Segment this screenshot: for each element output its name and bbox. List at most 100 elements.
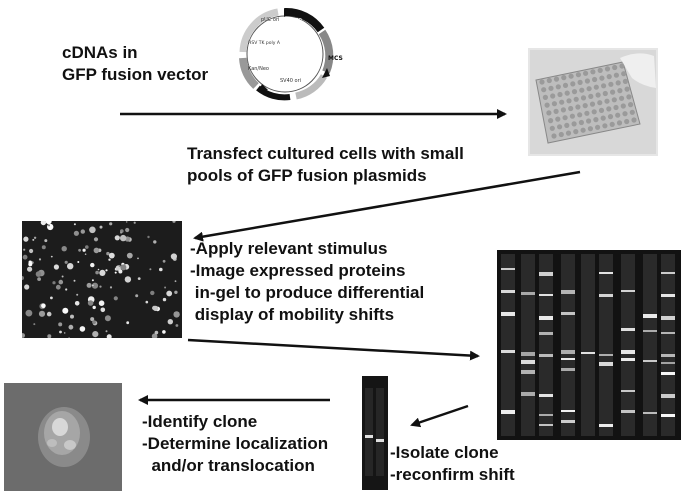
cell-spot bbox=[76, 293, 79, 296]
cell-spot bbox=[120, 264, 127, 271]
gel-band bbox=[643, 360, 657, 362]
well bbox=[586, 86, 592, 92]
localization-image bbox=[4, 383, 122, 491]
well bbox=[609, 121, 615, 127]
well bbox=[607, 114, 614, 120]
vector-caption-line-1: cDNAs in bbox=[62, 43, 138, 62]
well bbox=[598, 107, 605, 113]
cell-spot bbox=[28, 260, 32, 264]
gel-band bbox=[621, 350, 635, 354]
cell-spot bbox=[78, 248, 81, 252]
cell-spot bbox=[90, 317, 95, 322]
well bbox=[557, 124, 563, 130]
well bbox=[551, 133, 557, 139]
identify-caption-line-2: -Determine localization bbox=[142, 434, 329, 453]
gel-band bbox=[621, 390, 635, 392]
well bbox=[622, 78, 628, 84]
well bbox=[573, 96, 579, 102]
well bbox=[566, 98, 572, 104]
gel-band bbox=[521, 360, 535, 364]
cell-spot bbox=[61, 246, 67, 252]
well bbox=[582, 103, 588, 109]
cell-spot bbox=[64, 260, 68, 264]
plasmid-label-kan: Kan/Neo bbox=[248, 66, 269, 72]
cell-spot bbox=[106, 251, 110, 256]
well bbox=[602, 90, 608, 97]
well bbox=[622, 111, 628, 117]
cell-spot bbox=[45, 221, 52, 225]
cell-spot bbox=[23, 236, 29, 242]
well bbox=[571, 89, 578, 95]
well bbox=[611, 97, 617, 103]
gel-band bbox=[501, 268, 515, 270]
cell-spot bbox=[108, 252, 115, 259]
well bbox=[568, 73, 574, 79]
cell-spot bbox=[99, 225, 103, 229]
cell-spot bbox=[35, 271, 42, 277]
well bbox=[549, 125, 555, 131]
cell-spot bbox=[95, 270, 99, 275]
gel-band bbox=[599, 354, 613, 356]
cell-spot bbox=[113, 296, 118, 301]
gel-band bbox=[561, 420, 575, 423]
gel-band bbox=[599, 362, 613, 366]
vector-caption: cDNAs in GFP fusion vector bbox=[62, 42, 208, 86]
well bbox=[541, 87, 547, 93]
cell-spot bbox=[147, 235, 150, 239]
well bbox=[575, 72, 581, 78]
well bbox=[628, 102, 634, 108]
well bbox=[539, 79, 545, 85]
cell-spot bbox=[167, 319, 173, 325]
stimulus-caption-line-3: in-gel to produce differential bbox=[190, 283, 425, 302]
cell-spot bbox=[92, 284, 94, 287]
cell-spot bbox=[126, 252, 133, 259]
gel-band bbox=[599, 424, 613, 427]
well bbox=[606, 74, 612, 80]
well bbox=[560, 107, 566, 113]
cell-spot bbox=[120, 234, 127, 242]
cell-spot bbox=[33, 323, 36, 326]
well bbox=[580, 95, 587, 101]
gel-lane bbox=[661, 254, 675, 436]
well bbox=[571, 121, 577, 127]
cell-spot bbox=[150, 290, 155, 296]
well bbox=[612, 64, 618, 71]
well bbox=[564, 122, 570, 128]
gel-band bbox=[581, 352, 595, 354]
well bbox=[553, 76, 560, 82]
cell-spot bbox=[133, 221, 136, 224]
cell-spot bbox=[65, 288, 68, 291]
cell-spot bbox=[90, 262, 95, 268]
well bbox=[613, 72, 619, 78]
cell-spot bbox=[174, 280, 177, 283]
gel-band bbox=[539, 332, 553, 335]
well bbox=[620, 103, 626, 109]
cell-spot bbox=[154, 330, 159, 335]
cell-spot bbox=[166, 290, 173, 297]
gel-band bbox=[539, 294, 553, 296]
cell-spot bbox=[50, 296, 53, 300]
cell-spot bbox=[105, 330, 108, 333]
cell-spot bbox=[27, 266, 33, 272]
cell-spot bbox=[59, 330, 62, 334]
cell-spot bbox=[58, 322, 63, 327]
well bbox=[599, 75, 605, 81]
well bbox=[583, 70, 589, 76]
gel-lane bbox=[621, 254, 635, 436]
well bbox=[577, 79, 583, 85]
gel-lane bbox=[643, 254, 657, 436]
cell-spot bbox=[47, 223, 54, 231]
well bbox=[613, 104, 619, 111]
vector-caption-line-2: GFP fusion vector bbox=[62, 65, 209, 84]
cell-spot bbox=[173, 311, 180, 318]
cell-spot bbox=[85, 245, 89, 249]
gel-band bbox=[661, 332, 675, 334]
gel-band bbox=[621, 358, 635, 361]
well bbox=[602, 123, 608, 129]
cell-spot bbox=[73, 230, 79, 236]
cell-spot bbox=[153, 305, 159, 311]
gel-band bbox=[661, 362, 675, 364]
gel-band bbox=[521, 392, 535, 396]
well bbox=[615, 80, 621, 86]
gel-band bbox=[643, 412, 657, 414]
